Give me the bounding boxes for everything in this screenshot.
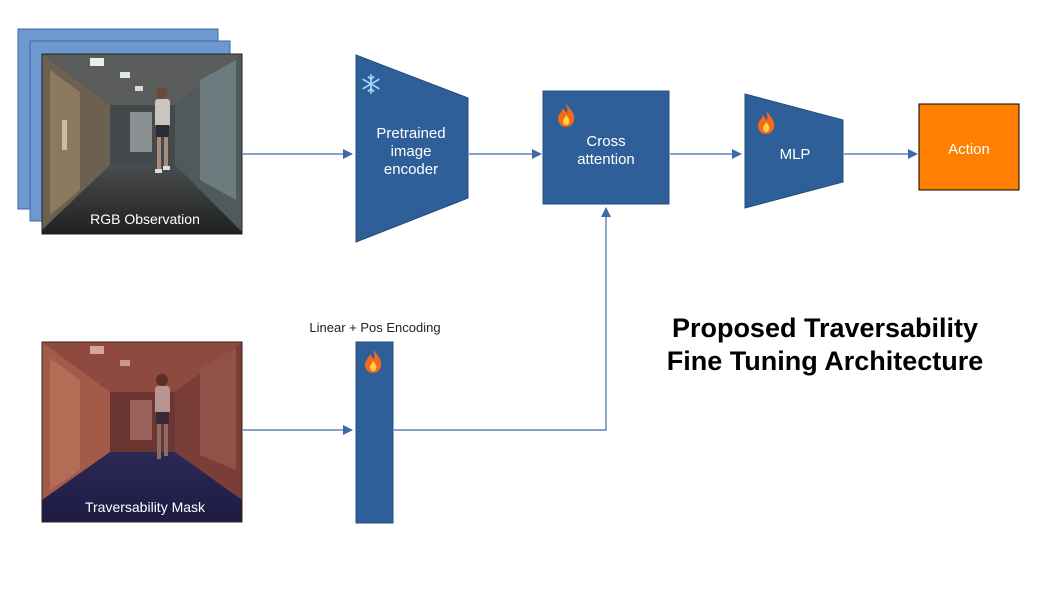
linear-pos-encoding-label: Linear + Pos Encoding [309, 320, 441, 335]
connectors [243, 149, 918, 435]
flame-icon [758, 111, 775, 134]
encoder-block [355, 54, 469, 243]
traversability-mask-image [41, 341, 243, 523]
cross-attention-label-line-1: Cross [586, 133, 625, 150]
cross-attention-label-line-2: attention [577, 151, 635, 168]
action-block [918, 103, 1020, 191]
flame-icon [558, 104, 575, 127]
traversability-mask-label: Traversability Mask [85, 499, 206, 515]
diagram-title-line-2: Fine Tuning Architecture [666, 346, 984, 376]
encoder-label-line-1: Pretrained [376, 125, 445, 142]
rgb-observation-image [41, 53, 243, 235]
diagram-title: Proposed Traversability Fine Tuning Arch… [640, 312, 1010, 378]
rgb-observation-label: RGB Observation [90, 211, 200, 227]
diagram-title-line-1: Proposed Traversability [671, 313, 979, 343]
rgb-observation-stack [17, 28, 243, 235]
flame-icon [365, 350, 382, 373]
mlp-label: MLP [780, 146, 811, 163]
encoder-label-line-3: encoder [384, 161, 438, 178]
snowflake-icon [362, 74, 380, 94]
encoder-label-line-2: image [391, 143, 432, 160]
action-label: Action [948, 141, 990, 158]
arrow-linear-to-attention [394, 207, 611, 431]
